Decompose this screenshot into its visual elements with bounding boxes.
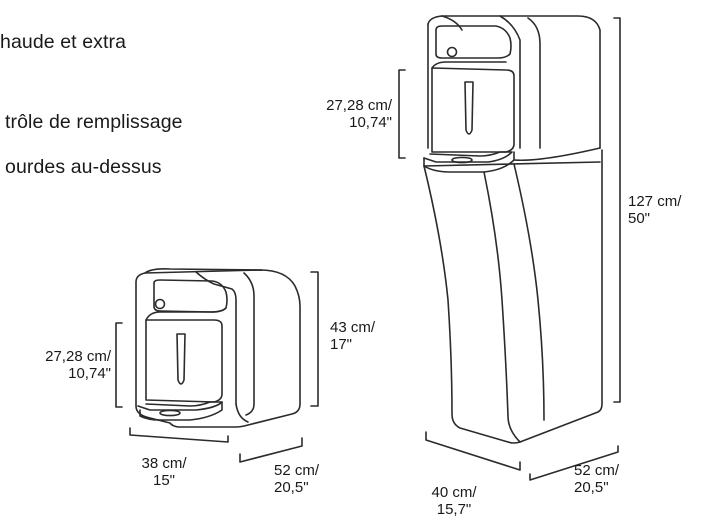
countertop-depth-metric: 52 cm/ bbox=[274, 462, 320, 479]
floor-depth-imperial: 20,5" bbox=[574, 479, 609, 496]
countertop-height-imperial: 17" bbox=[330, 336, 353, 353]
feature-text-3: ourdes au-dessus bbox=[5, 156, 162, 178]
floor-dispense-area-label: 27,28 cm/ 10,74" bbox=[296, 97, 392, 131]
countertop-height-metric: 43 cm/ bbox=[330, 319, 376, 336]
floor-height-imperial: 50" bbox=[628, 210, 651, 227]
floor-height-label: 127 cm/ 50" bbox=[628, 193, 681, 227]
countertop-dispense-metric: 27,28 cm/ bbox=[45, 348, 111, 365]
floor-depth-metric: 52 cm/ bbox=[574, 462, 620, 479]
floor-dispenser-drawing bbox=[423, 15, 603, 444]
floor-width-imperial: 15,7" bbox=[436, 501, 472, 518]
countertop-height-label: 43 cm/ 17" bbox=[330, 319, 375, 353]
countertop-depth-imperial: 20,5" bbox=[274, 479, 309, 496]
floor-dispense-imperial: 10,74" bbox=[349, 114, 392, 131]
countertop-dispenser-drawing bbox=[135, 268, 301, 428]
countertop-dispense-imperial: 10,74" bbox=[68, 365, 111, 382]
countertop-width-imperial: 15" bbox=[152, 472, 175, 489]
countertop-dispense-area-label: 27,28 cm/ 10,74" bbox=[15, 348, 111, 382]
countertop-width-metric: 38 cm/ bbox=[141, 455, 187, 472]
feature-text-2: trôle de remplissage bbox=[5, 111, 183, 133]
countertop-width-label: 38 cm/ 15" bbox=[124, 455, 204, 489]
feature-text-1: haude et extra bbox=[0, 31, 127, 53]
floor-height-metric: 127 cm/ bbox=[628, 193, 682, 210]
floor-width-label: 40 cm/ 15,7" bbox=[414, 484, 494, 518]
floor-dispense-metric: 27,28 cm/ bbox=[326, 97, 392, 114]
floor-width-metric: 40 cm/ bbox=[431, 484, 477, 501]
floor-depth-label: 52 cm/ 20,5" bbox=[574, 462, 619, 496]
countertop-depth-label: 52 cm/ 20,5" bbox=[274, 462, 319, 496]
